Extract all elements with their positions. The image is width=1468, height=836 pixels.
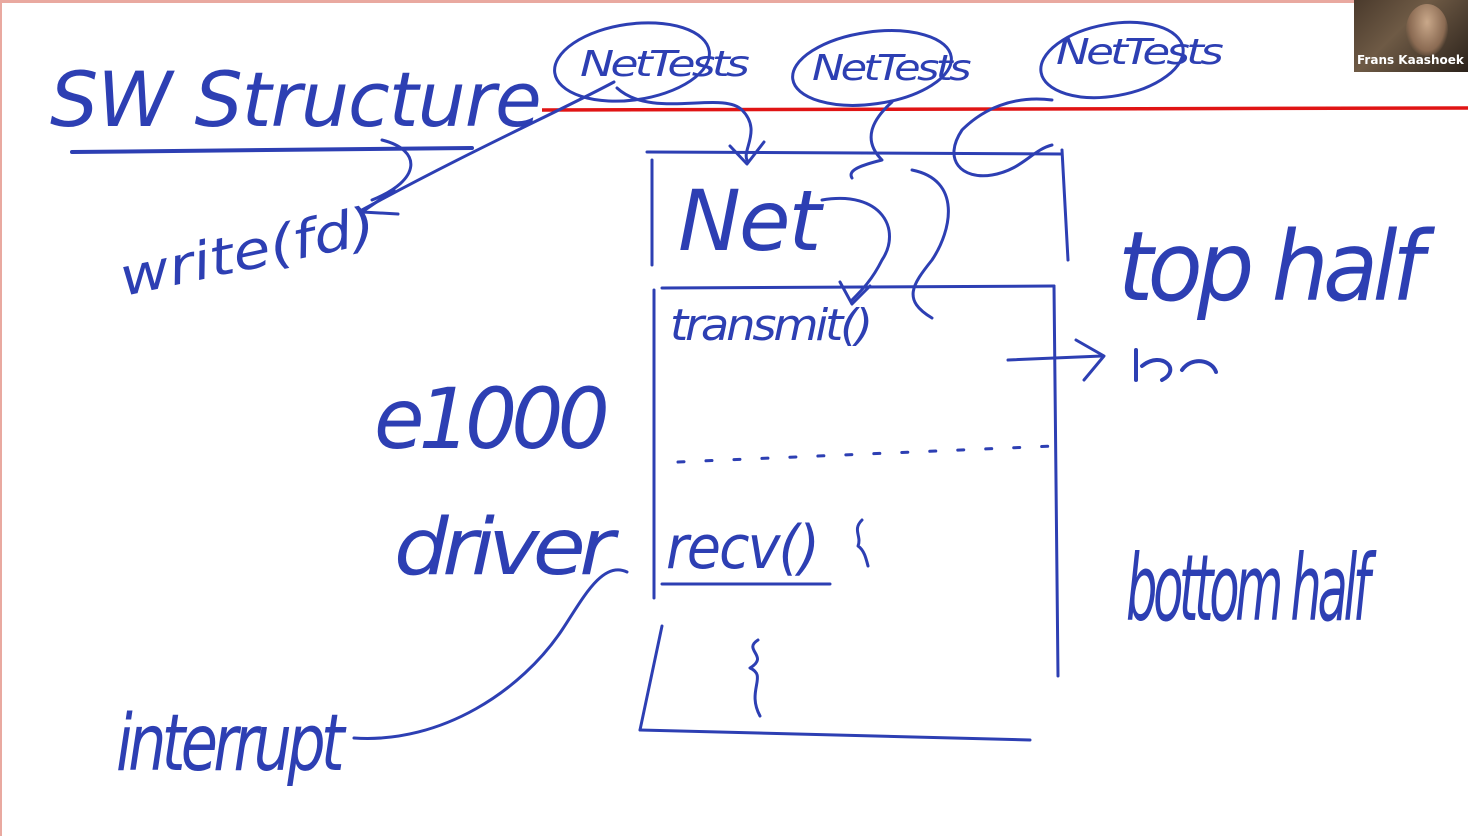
recv-label: recv() [666,513,818,583]
arrowhead-write [360,188,400,216]
app-label-1: NetTests [580,44,749,85]
app-label-2: NetTests [812,48,971,89]
arrow-app3-to-net [952,97,1054,178]
participant-avatar [1406,4,1448,56]
net-box-top [645,150,1064,156]
title-text: SW Structure [50,55,541,144]
arrow-app-to-write [360,80,616,212]
arrowhead-top-half [1074,338,1106,382]
syscall-label: write(fd) [114,196,381,309]
top-half-label: top half [1118,211,1435,323]
app-ellipse-3 [1039,20,1185,100]
arrow-net-to-transmit-1 [820,197,891,302]
app-ellipse-2 [791,29,953,107]
title-underline [70,146,474,154]
net-box-right [1060,148,1070,262]
driver-box-right [1052,284,1060,678]
arrow-net-to-transmit-2 [910,168,950,320]
driver-word-label: driver [394,503,620,593]
red-rule [541,106,1468,112]
bottom-half-label: bottom half [1126,535,1377,642]
queue-left [638,624,664,732]
video-thumbnail: Frans Kaashoek [1354,0,1468,72]
queue-bottom [638,728,1032,742]
recv-brace-open [855,518,870,568]
arrow-app2-to-net [849,100,894,180]
transmit-label: transmit() [670,300,870,351]
participant-name: Frans Kaashoek [1357,53,1464,67]
arrowhead-transmit-1 [838,280,872,306]
app-label-3: NetTests [1056,32,1223,73]
write-loop [370,138,413,202]
half-separator [676,444,1056,464]
arrow-interrupt-to-recv [352,568,629,740]
driver-name-label: e1000 [374,370,606,468]
top-half-scribble [1134,348,1218,382]
interrupt-label: interrupt [116,699,347,789]
net-label: Net [678,172,825,270]
queue-brace [748,638,762,718]
driver-box-top [660,284,1056,290]
arrow-app1-to-net [615,86,753,162]
slide-top-border [2,0,1354,3]
arrow-to-top-half [1006,354,1104,362]
